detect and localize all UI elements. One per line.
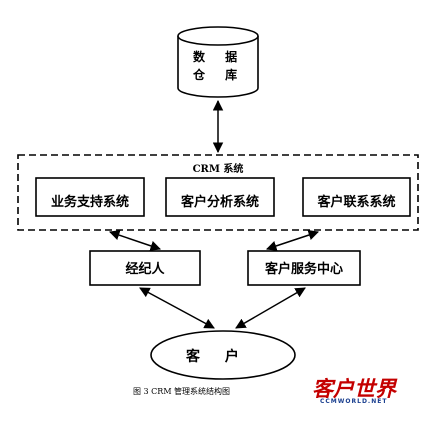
subsystem-business-label: 业务支持系统: [50, 195, 129, 210]
watermark-url: CCMWORLD.NET: [320, 398, 388, 405]
database-cylinder: [177, 26, 259, 98]
crm-service-arrow: [266, 230, 319, 251]
crm-agent-arrow: [109, 230, 161, 251]
database-label-line1: 数 据: [193, 50, 246, 64]
crm-system-title: CRM 系统: [192, 164, 244, 175]
customer-ellipse: [150, 330, 296, 380]
subsystem-box-contact: [302, 177, 411, 217]
agent-label: 经纪人: [125, 262, 165, 277]
service-center-box: [247, 250, 361, 286]
subsystem-analysis-label: 客户分析系统: [180, 195, 259, 210]
subsystem-box-business: [35, 177, 145, 217]
database-label-line2: 仓 库: [193, 68, 246, 82]
watermark-logo: 客户世界: [312, 377, 396, 401]
subsystem-box-analysis: [165, 177, 275, 217]
crm-system-box: [17, 154, 419, 231]
agent-customer-arrow: [139, 287, 215, 329]
service-customer-arrow: [235, 287, 306, 329]
service-center-label: 客户服务中心: [264, 262, 343, 277]
customer-label: 客 户: [186, 349, 249, 365]
subsystem-contact-label: 客户联系系统: [317, 195, 396, 210]
figure-caption: 图 3 CRM 管理系统结构图: [133, 387, 231, 396]
agent-box: [89, 250, 201, 286]
